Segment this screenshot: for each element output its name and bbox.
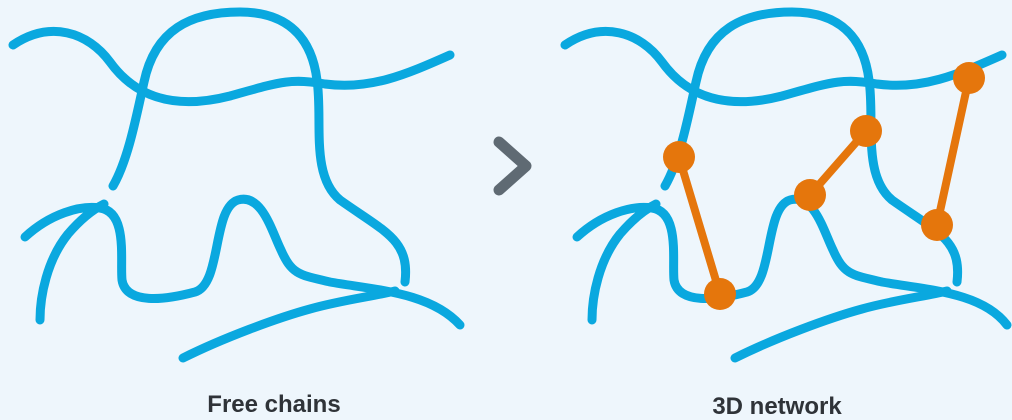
chain-top — [13, 31, 450, 101]
free-chains-panel — [13, 12, 460, 358]
crosslink-3 — [937, 78, 969, 225]
network-chain-bottom — [735, 291, 947, 358]
crosslink-node — [704, 278, 736, 310]
network-panel — [565, 12, 1007, 358]
free-chains-caption: Free chains — [154, 390, 394, 420]
chevron-right-icon — [499, 142, 526, 190]
network-chain-top — [565, 31, 1002, 101]
crosslink-node — [953, 62, 985, 94]
crosslink-node — [850, 115, 882, 147]
crosslink-node — [921, 209, 953, 241]
network-caption: 3D network — [657, 392, 897, 420]
chain-bottom — [183, 291, 395, 358]
crosslink-node — [663, 141, 695, 173]
network-chain-loop — [665, 12, 958, 282]
crosslink-node — [794, 179, 826, 211]
chain-loop — [113, 12, 406, 282]
crosslink-1 — [679, 157, 720, 294]
